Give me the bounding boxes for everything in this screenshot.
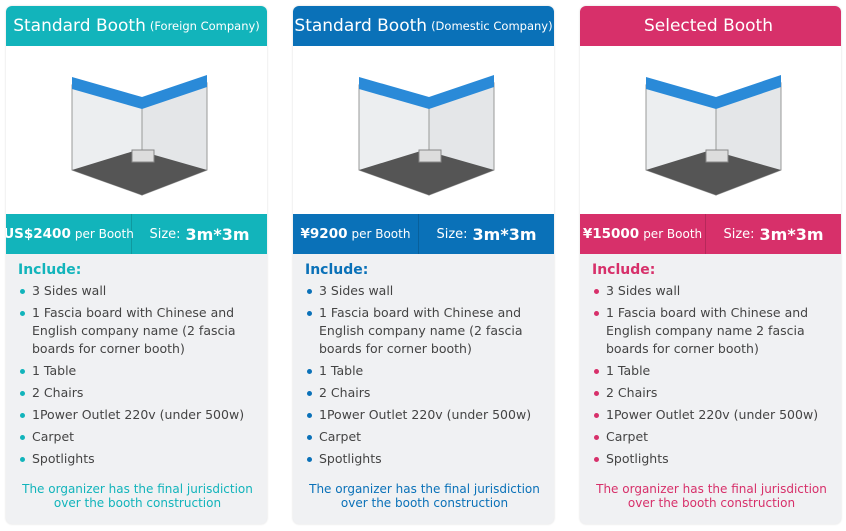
size-label: Size: bbox=[436, 226, 468, 242]
card-header: Standard Booth(Foreign Company) bbox=[6, 6, 267, 46]
card-subtitle: (Domestic Company) bbox=[431, 19, 553, 33]
list-item: Spotlights bbox=[305, 450, 544, 468]
list-item: 2 Chairs bbox=[305, 384, 544, 402]
include-list: 3 Sides wall 1 Fascia board with Chinese … bbox=[305, 282, 544, 468]
list-item: 3 Sides wall bbox=[592, 282, 831, 300]
price: US$2400 bbox=[6, 226, 71, 242]
size: 3m*3m bbox=[759, 224, 824, 244]
list-item: Carpet bbox=[592, 428, 831, 446]
size: Size:3m*3m bbox=[706, 225, 841, 244]
size: 3m*3m bbox=[185, 224, 250, 244]
booth-image bbox=[580, 46, 841, 214]
list-item: 1 Fascia board with Chinese and English … bbox=[592, 304, 831, 358]
include-list: 3 Sides wall 1 Fascia board with Chinese … bbox=[18, 282, 257, 468]
per: per Booth bbox=[643, 227, 703, 241]
size: 3m*3m bbox=[472, 224, 537, 244]
list-item: 1 Fascia board with Chinese and English … bbox=[305, 304, 544, 358]
list-item: 3 Sides wall bbox=[18, 282, 257, 300]
card-body: Include: 3 Sides wall 1 Fascia board with… bbox=[580, 254, 841, 510]
card-body: Include: 3 Sides wall 1 Fascia board with… bbox=[6, 254, 267, 510]
per: per Booth bbox=[74, 227, 134, 241]
jurisdiction-note: The organizer has the final jurisdiction… bbox=[309, 482, 540, 510]
list-item: 2 Chairs bbox=[18, 384, 257, 402]
card-title: Selected Booth bbox=[643, 16, 773, 36]
size: Size:3m*3m bbox=[419, 225, 554, 244]
include-heading: Include: bbox=[305, 262, 369, 278]
size-label: Size: bbox=[723, 226, 755, 242]
list-item: Carpet bbox=[305, 428, 544, 446]
list-item: 1 Table bbox=[18, 362, 257, 380]
include-heading: Include: bbox=[592, 262, 656, 278]
jurisdiction-note: The organizer has the final jurisdiction… bbox=[596, 482, 827, 510]
jurisdiction-note: The organizer has the final jurisdiction… bbox=[22, 482, 253, 510]
size-label: Size: bbox=[149, 226, 181, 242]
list-item: 1 Fascia board with Chinese and English … bbox=[18, 304, 257, 358]
include-heading: Include: bbox=[18, 262, 82, 278]
list-item: 2 Chairs bbox=[592, 384, 831, 402]
list-item: 1Power Outlet 220v (under 500w) bbox=[592, 406, 831, 424]
card-body: Include: 3 Sides wall 1 Fascia board with… bbox=[293, 254, 554, 510]
price: ¥15000 bbox=[582, 226, 640, 242]
card-header: Selected Booth bbox=[580, 6, 841, 46]
list-item: Spotlights bbox=[592, 450, 831, 468]
per: per Booth bbox=[351, 227, 411, 241]
include-list: 3 Sides wall 1 Fascia board with Chinese … bbox=[592, 282, 831, 468]
list-item: Carpet bbox=[18, 428, 257, 446]
list-item: 1Power Outlet 220v (under 500w) bbox=[18, 406, 257, 424]
card-title: Standard Booth bbox=[294, 16, 428, 36]
size: Size:3m*3m bbox=[132, 225, 267, 244]
list-item: 1Power Outlet 220v (under 500w) bbox=[305, 406, 544, 424]
list-item: 3 Sides wall bbox=[305, 282, 544, 300]
booth-image bbox=[293, 46, 554, 214]
card-title: Standard Booth bbox=[13, 16, 146, 36]
card-header: Standard Booth(Domestic Company) bbox=[293, 6, 554, 46]
list-item: Spotlights bbox=[18, 450, 257, 468]
list-item: 1 Table bbox=[305, 362, 544, 380]
price: ¥9200 bbox=[300, 226, 348, 242]
list-item: 1 Table bbox=[592, 362, 831, 380]
booth-image bbox=[6, 46, 267, 214]
card-subtitle: (Foreign Company) bbox=[149, 19, 260, 33]
